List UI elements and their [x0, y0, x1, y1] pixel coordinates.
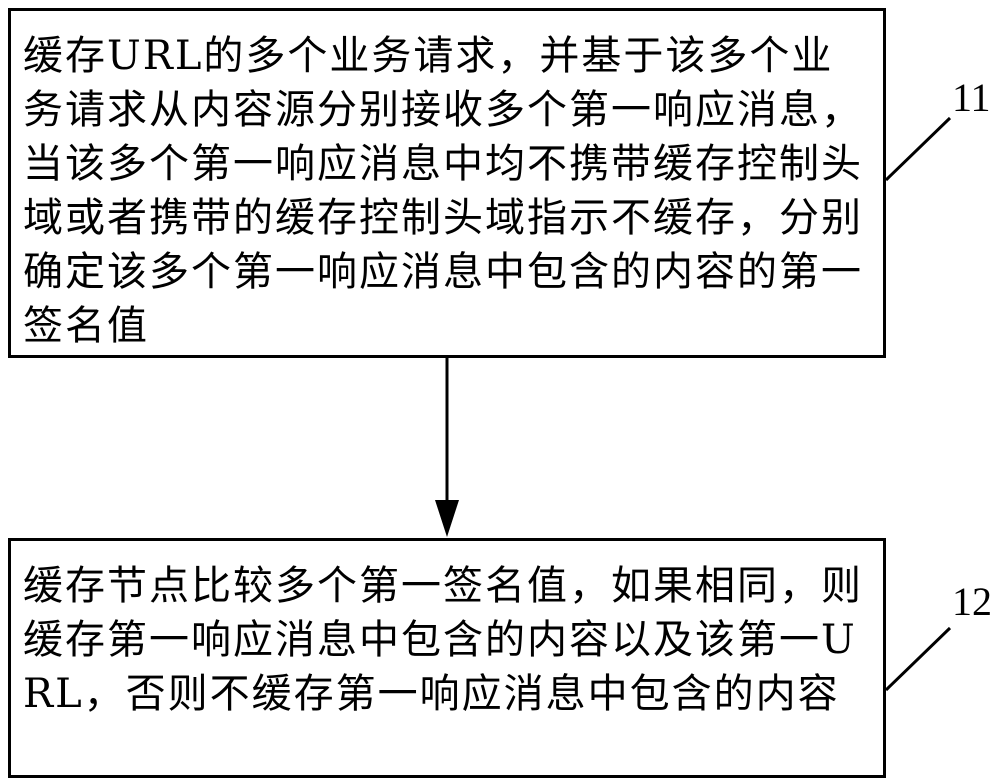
step-11-text: 缓存URL的多个业务请求，并基于该多个业务请求从内容源分别接收多个第一响应消息，… — [23, 33, 863, 349]
step-12-box: 缓存节点比较多个第一签名值，如果相同，则缓存第一响应消息中包含的内容以及该第一U… — [8, 538, 886, 778]
flow-arrow-head — [435, 500, 459, 537]
step-11-box: 缓存URL的多个业务请求，并基于该多个业务请求从内容源分别接收多个第一响应消息，… — [8, 8, 886, 358]
step-12-label: 12 — [952, 579, 992, 624]
step-11-leader-line — [884, 116, 952, 182]
step-12-text: 缓存节点比较多个第一签名值，如果相同，则缓存第一响应消息中包含的内容以及该第一U… — [23, 563, 863, 717]
step-11-label: 11 — [952, 75, 991, 120]
connector-layer — [435, 116, 952, 692]
step-12-leader-line — [884, 626, 952, 692]
